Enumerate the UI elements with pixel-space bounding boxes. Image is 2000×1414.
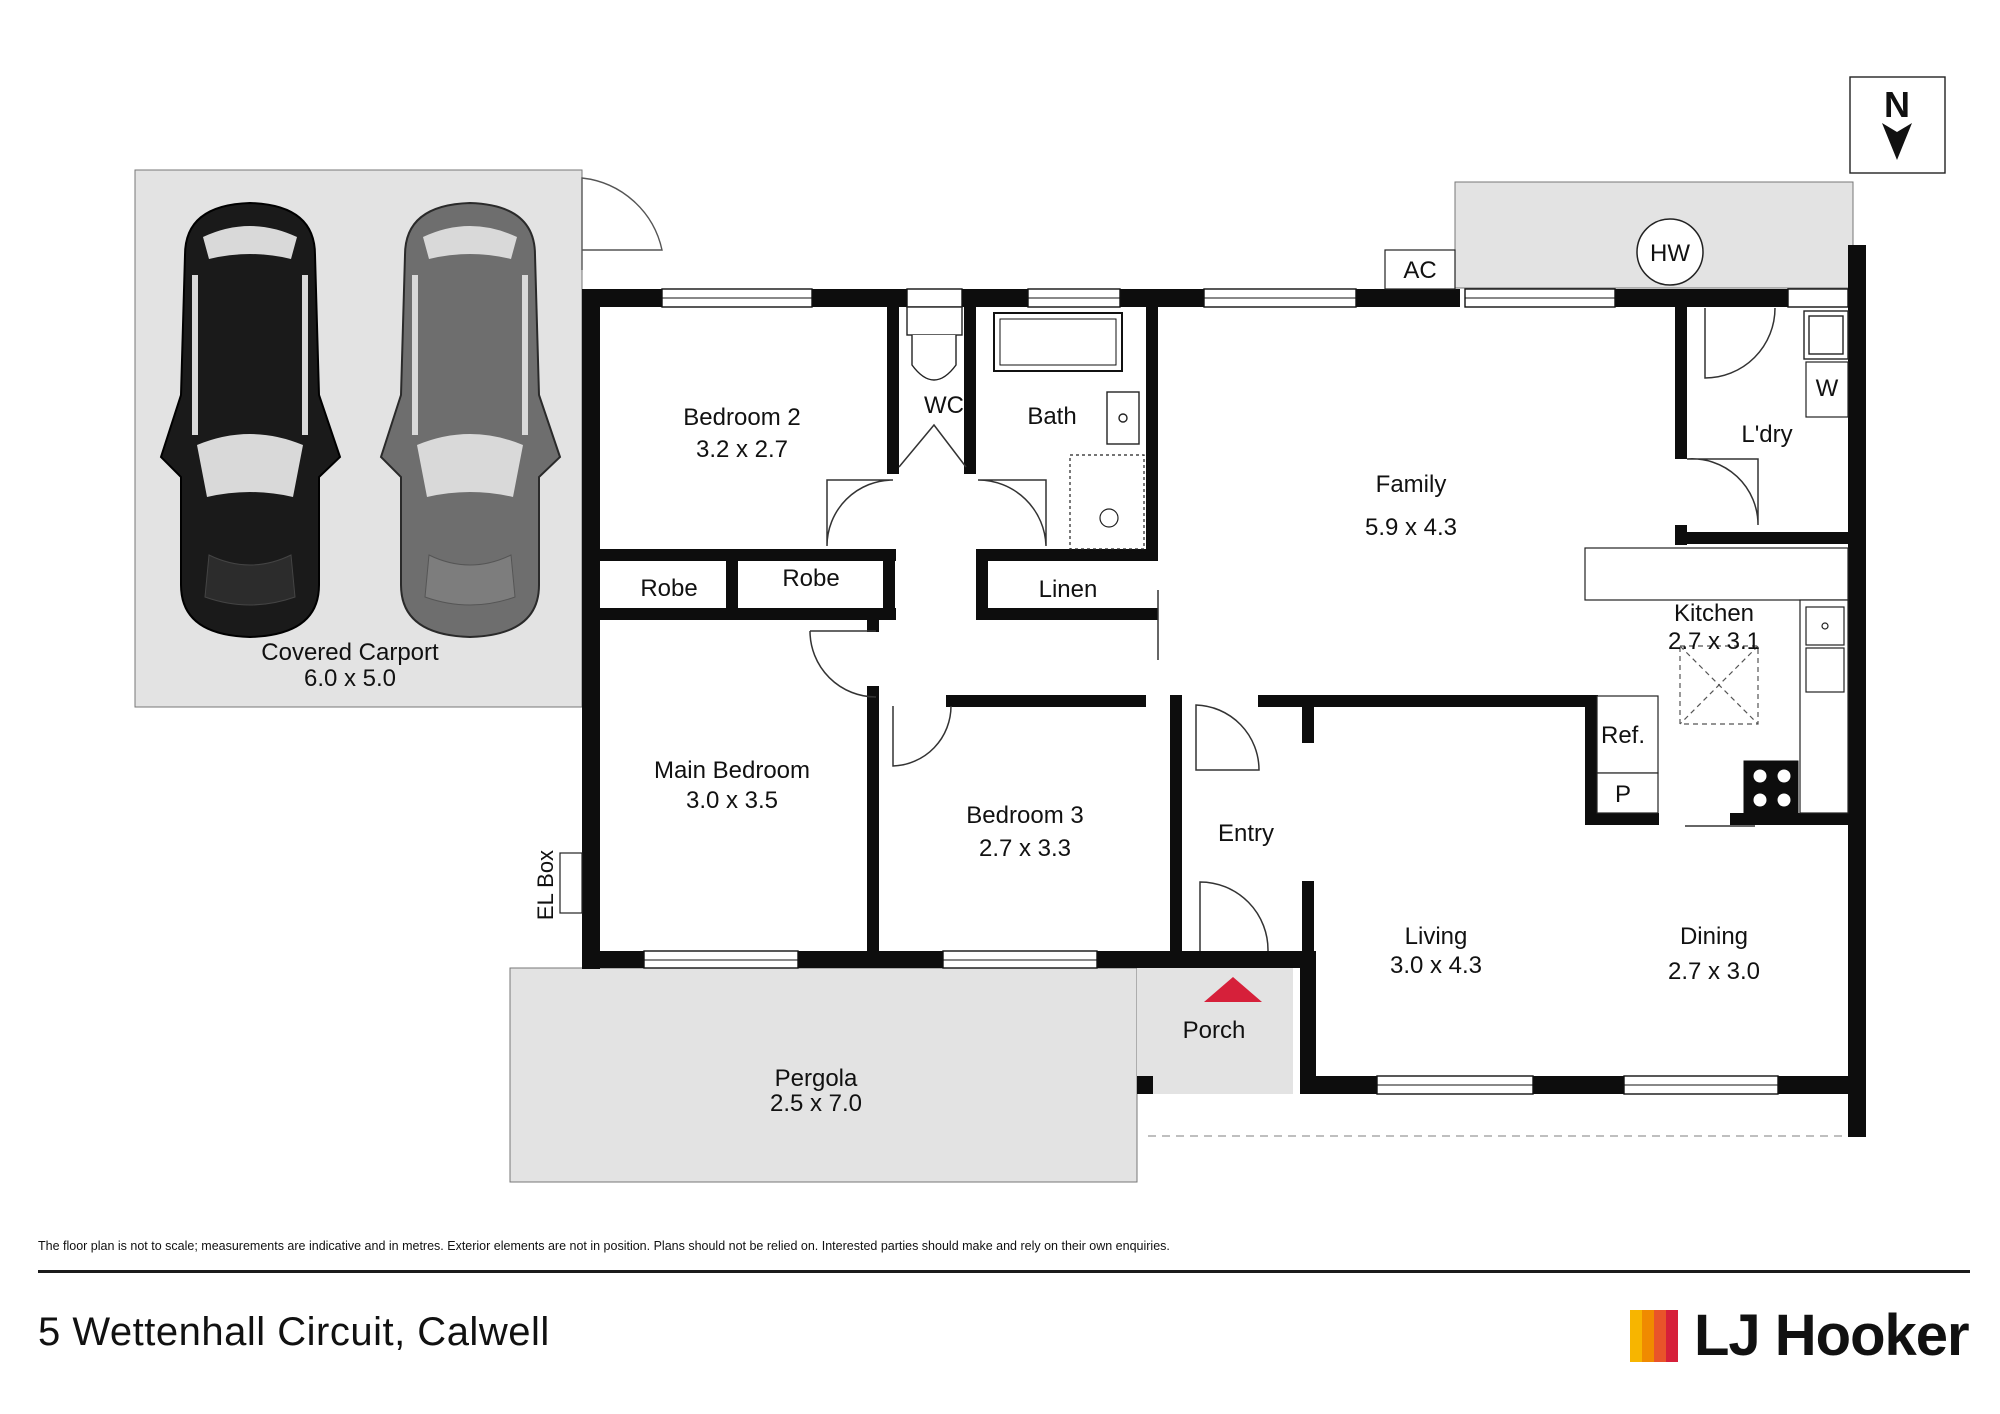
disclaimer-text: The floor plan is not to scale; measurem… <box>38 1239 1170 1253</box>
living-dims: 3.0 x 4.3 <box>1390 952 1482 979</box>
main-bedroom-label: Main Bedroom <box>654 757 810 784</box>
pantry-box <box>1596 772 1659 814</box>
robe2-label: Robe <box>782 565 839 592</box>
entry-label: Entry <box>1218 820 1274 847</box>
ac-unit <box>1384 249 1456 290</box>
carport-label: Covered Carport <box>261 639 439 666</box>
laundry-tub-icon <box>1803 310 1849 360</box>
kitchen-sink-icon <box>1805 606 1845 693</box>
logo-wordmark: LJ Hooker <box>1694 1303 1970 1368</box>
footer-divider <box>38 1270 1970 1273</box>
fridge-box <box>1596 695 1659 774</box>
bathtub-icon <box>993 312 1123 372</box>
compass-n-label: N <box>1884 84 1910 125</box>
pantry-label: P <box>1615 781 1631 808</box>
hot-water-unit <box>1636 218 1704 286</box>
washer-box <box>1805 361 1849 418</box>
porch-area <box>1137 968 1293 1094</box>
skylight-icon <box>1679 645 1759 725</box>
kitchen-dims: 2.7 x 3.1 <box>1668 628 1760 655</box>
pergola-dims: 2.5 x 7.0 <box>770 1090 862 1117</box>
el-box-label: EL Box <box>533 850 558 920</box>
porch-label: Porch <box>1183 1017 1246 1044</box>
cooktop-icon <box>1743 760 1799 816</box>
north-arrow-icon <box>1882 123 1912 160</box>
door-swings <box>809 307 1776 952</box>
toilet-icon <box>906 306 963 381</box>
car-dark-icon <box>159 201 342 639</box>
carport-dims: 6.0 x 5.0 <box>304 665 396 692</box>
main-bedroom-dims: 3.0 x 3.5 <box>686 787 778 814</box>
basin-icon <box>1106 391 1140 445</box>
carport-door-swing <box>581 177 663 270</box>
dining-dims: 2.7 x 3.0 <box>1668 958 1760 985</box>
logo-bars-icon <box>1630 1309 1678 1362</box>
shower-icon <box>1069 454 1145 550</box>
entry-arrow-icon <box>1204 977 1262 1002</box>
laundry-label: L'dry <box>1741 421 1792 448</box>
linen-label: Linen <box>1039 576 1098 603</box>
pergola-label: Pergola <box>775 1065 858 1092</box>
ac-label: AC <box>1403 257 1436 284</box>
family-label: Family <box>1376 471 1447 498</box>
kitchen-label: Kitchen <box>1674 600 1754 627</box>
washer-label: W <box>1816 375 1839 402</box>
bedroom2-dims: 3.2 x 2.7 <box>696 436 788 463</box>
living-label: Living <box>1405 923 1468 950</box>
robe1-label: Robe <box>640 575 697 602</box>
agency-logo: LJ Hooker <box>1630 1302 1970 1369</box>
bath-label: Bath <box>1027 403 1076 430</box>
fridge-label: Ref. <box>1601 722 1645 749</box>
dining-label: Dining <box>1680 923 1748 950</box>
car-grey-icon <box>379 201 562 639</box>
wc-label: WC <box>924 392 964 419</box>
bedroom3-dims: 2.7 x 3.3 <box>979 835 1071 862</box>
bedroom3-label: Bedroom 3 <box>966 802 1083 829</box>
el-box <box>559 852 583 914</box>
bedroom2-label: Bedroom 2 <box>683 404 800 431</box>
kitchen-island <box>1584 547 1849 601</box>
hw-label: HW <box>1650 240 1690 267</box>
property-address: 5 Wettenhall Circuit, Calwell <box>38 1310 550 1354</box>
family-dims: 5.9 x 4.3 <box>1365 514 1457 541</box>
